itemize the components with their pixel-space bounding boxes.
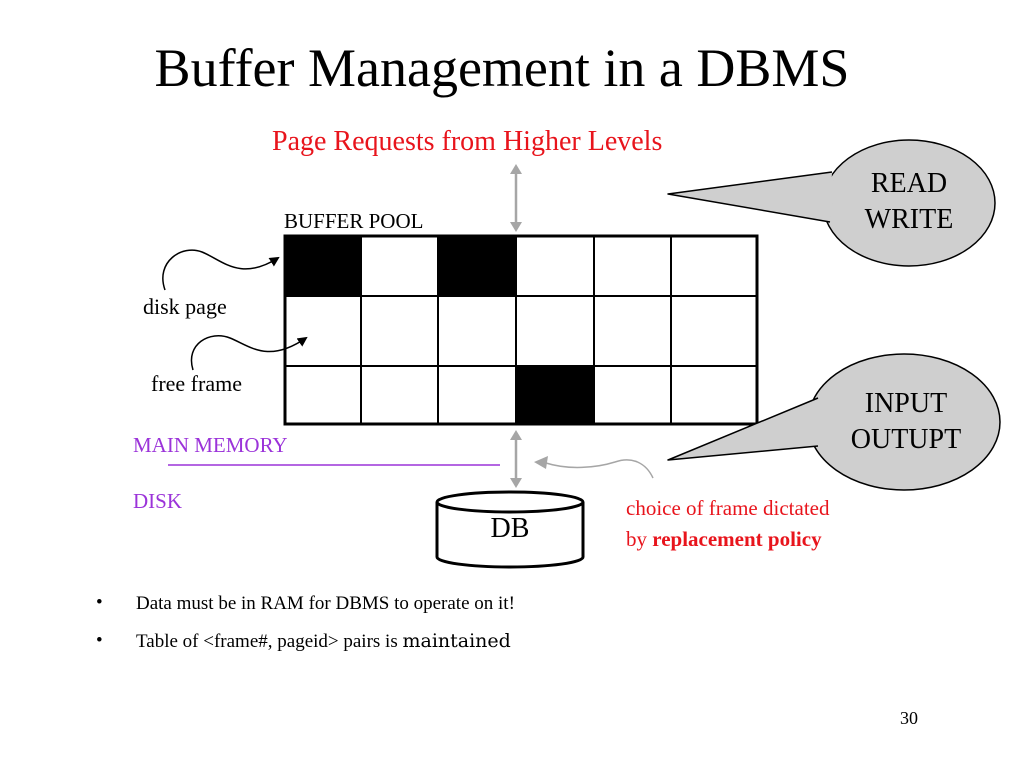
buffer-frame-occupied xyxy=(515,365,595,425)
replacement-policy-note: choice of frame dictated by replacement … xyxy=(626,493,829,555)
disk-page-label: disk page xyxy=(143,294,227,319)
policy-note-line1: choice of frame dictated xyxy=(626,496,830,520)
main-memory-label: MAIN MEMORY xyxy=(133,433,288,457)
bullet-item: • Table of <frame#, pageid> pairs is main… xyxy=(96,628,515,666)
request-double-arrow xyxy=(510,164,522,232)
input-output-text: INPUT OUTUPT xyxy=(811,386,1001,458)
buffer-frame-free xyxy=(437,295,517,367)
buffer-frame-free xyxy=(360,295,439,367)
bullet-text: Data must be in RAM for DBMS to operate … xyxy=(136,593,515,614)
free-frame-label: free frame xyxy=(151,371,242,396)
page-requests-label: Page Requests from Higher Levels xyxy=(272,126,663,157)
buffer-frame-free xyxy=(670,365,758,425)
db-label: DB xyxy=(490,513,530,544)
free-frame-pointer-arrow xyxy=(190,335,308,371)
input-output-callout xyxy=(667,353,1001,491)
buffer-pool-border xyxy=(283,234,759,426)
buffer-frame-occupied xyxy=(437,235,517,297)
buffer-frame-free xyxy=(593,235,672,297)
disk-label: DISK xyxy=(133,489,183,513)
buffer-frame-free xyxy=(515,295,595,367)
buffer-frame-free xyxy=(593,295,672,367)
policy-note-line2: by replacement policy xyxy=(626,524,829,555)
buffer-frame-occupied xyxy=(284,235,362,297)
buffer-frame-free xyxy=(360,235,439,297)
read-label: READ xyxy=(870,168,948,199)
input-label: INPUT xyxy=(864,388,948,419)
buffer-frame-free xyxy=(515,235,595,297)
buffer-frame-free xyxy=(670,235,758,297)
buffer-frame-free xyxy=(360,365,439,425)
bullet-item: • Data must be in RAM for DBMS to operate… xyxy=(96,590,515,628)
read-write-text: READ WRITE xyxy=(824,166,994,238)
buffer-frame-free xyxy=(593,365,672,425)
write-label: WRITE xyxy=(864,204,954,235)
bullet-dot: • xyxy=(96,630,103,651)
buffer-frame-free xyxy=(284,295,362,367)
bullet-list: • Data must be in RAM for DBMS to operate… xyxy=(96,590,515,666)
policy-note-prefix: by xyxy=(626,527,653,551)
io-double-arrow xyxy=(510,430,522,488)
policy-pointer-arrow xyxy=(534,456,654,479)
slide-title: Buffer Management in a DBMS xyxy=(154,38,850,98)
buffer-frame-free xyxy=(437,365,517,425)
bullet-text: Table of <frame#, pageid> pairs is xyxy=(136,631,403,652)
page-number: 30 xyxy=(900,708,918,728)
read-write-callout xyxy=(667,139,996,267)
buffer-frame-free xyxy=(284,365,362,425)
bullet-dot: • xyxy=(96,592,103,613)
buffer-pool-grid xyxy=(284,235,758,425)
disk-page-pointer-arrow xyxy=(162,249,280,291)
replacement-policy-term: replacement policy xyxy=(652,527,822,551)
db-cylinder xyxy=(435,490,585,569)
buffer-pool-label: BUFFER POOL xyxy=(284,209,424,233)
output-label: OUTUPT xyxy=(850,424,962,455)
bullet-tail: maintained xyxy=(402,630,511,652)
buffer-frame-free xyxy=(670,295,758,367)
